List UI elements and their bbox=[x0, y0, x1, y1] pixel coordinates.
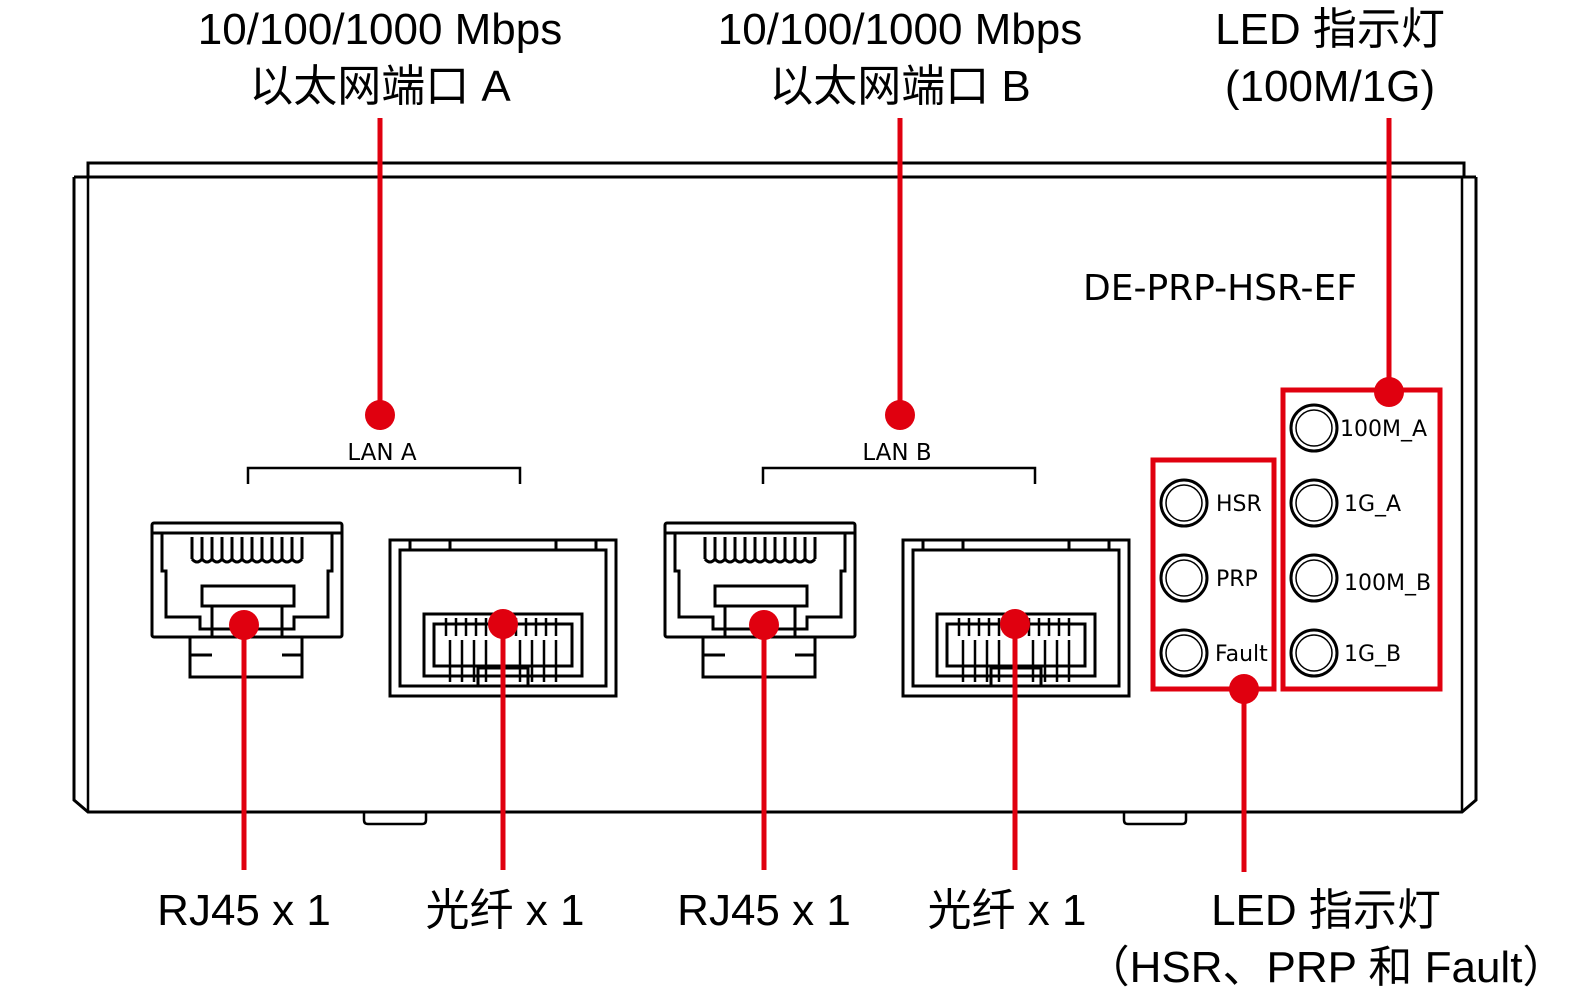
led-1g-b-label: 1G_B bbox=[1344, 642, 1401, 667]
callout-fiber-b: 光纤 x 1 bbox=[928, 886, 1087, 935]
callout-overlay bbox=[229, 118, 1443, 872]
led-hsr bbox=[1159, 478, 1209, 528]
status-led-highlight-box bbox=[1150, 457, 1277, 692]
callout-port-a-speed: 10/100/1000 Mbps bbox=[198, 5, 563, 54]
callout-led-status-subtitle: （HSR、PRP 和 Fault） bbox=[1086, 943, 1567, 992]
callout-led-speed-title: LED 指示灯 bbox=[1215, 5, 1445, 54]
led-prp-label: PRP bbox=[1216, 567, 1258, 592]
leader-port-a-dot bbox=[365, 400, 395, 430]
led-1g-a bbox=[1289, 478, 1339, 528]
callout-port-b-speed: 10/100/1000 Mbps bbox=[718, 5, 1083, 54]
led-1g-b bbox=[1289, 628, 1339, 678]
leader-led-status-dot bbox=[1229, 674, 1259, 704]
lan-a-bracket bbox=[246, 466, 522, 484]
callout-led-speed-subtitle: (100M/1G) bbox=[1225, 62, 1435, 111]
callout-port-a-name: 以太网端口 A bbox=[249, 62, 511, 111]
leader-port-b-dot bbox=[885, 400, 915, 430]
leader-rj45-a-dot bbox=[229, 610, 259, 640]
led-100m-b-label: 100M_B bbox=[1344, 571, 1431, 596]
lan-b-label: LAN B bbox=[862, 440, 931, 466]
led-fault bbox=[1159, 628, 1209, 678]
leader-rj45-b-dot bbox=[749, 610, 779, 640]
speed-led-highlight-box bbox=[1280, 387, 1443, 692]
rj45-port-a bbox=[150, 521, 344, 679]
leader-fiber-a-dot bbox=[488, 609, 518, 639]
callout-led-status-title: LED 指示灯 bbox=[1211, 886, 1441, 935]
led-hsr-label: HSR bbox=[1216, 492, 1262, 517]
led-100m-a bbox=[1289, 403, 1339, 453]
led-prp bbox=[1159, 553, 1209, 603]
lan-a-label: LAN A bbox=[347, 440, 417, 466]
led-100m-b bbox=[1289, 553, 1339, 603]
led-1g-a-label: 1G_A bbox=[1344, 492, 1401, 517]
callout-fiber-a: 光纤 x 1 bbox=[426, 886, 585, 935]
leader-led-speed-dot bbox=[1374, 377, 1404, 407]
led-fault-label: Fault bbox=[1215, 642, 1268, 667]
model-name: DE-PRP-HSR-EF bbox=[1083, 268, 1357, 309]
speed-led-group: 100M_A 1G_A 100M_B 1G_B bbox=[1289, 403, 1431, 678]
callout-rj45-a: RJ45 x 1 bbox=[157, 886, 331, 935]
device-housing bbox=[72, 161, 1478, 826]
status-led-group: HSR PRP Fault bbox=[1159, 478, 1268, 678]
callout-port-b-name: 以太网端口 B bbox=[769, 62, 1031, 111]
leader-fiber-b-dot bbox=[1000, 609, 1030, 639]
callout-rj45-b: RJ45 x 1 bbox=[677, 886, 851, 935]
led-100m-a-label: 100M_A bbox=[1340, 417, 1427, 442]
rj45-port-b bbox=[663, 521, 857, 679]
lan-b-bracket bbox=[761, 466, 1037, 484]
